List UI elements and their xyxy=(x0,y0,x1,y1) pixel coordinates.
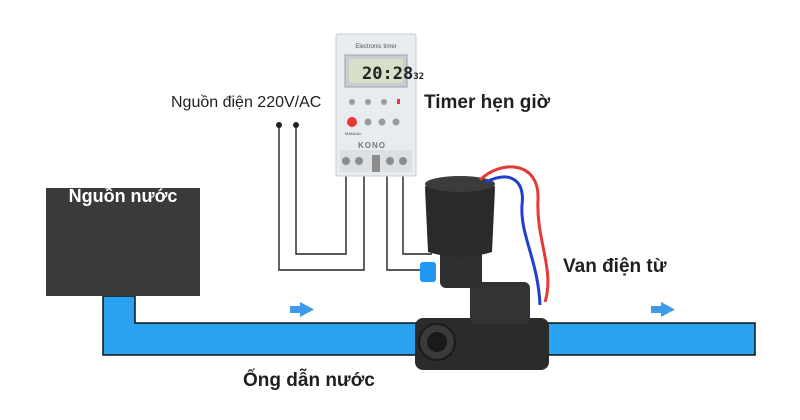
timer-title: Electronic timer xyxy=(355,44,397,50)
power-wires xyxy=(278,126,432,271)
valve-handle xyxy=(420,262,436,282)
flow-arrow-right xyxy=(651,302,675,317)
manual-button-label: MANUAL xyxy=(345,131,362,136)
manual-button xyxy=(347,117,357,127)
power-terminal-left xyxy=(276,122,282,128)
power-source-label: Nguồn điện 220V/AC xyxy=(171,94,322,111)
water-source-label: Nguồn nước xyxy=(68,186,178,206)
power-terminal-right xyxy=(293,122,299,128)
solenoid-valve-label: Van điện từ xyxy=(563,256,667,277)
timer-brand-logo: KONO xyxy=(358,141,386,150)
water-pipe-label: Ống dẫn nước xyxy=(243,370,375,391)
flow-arrow-left xyxy=(290,302,314,317)
timer-device xyxy=(335,33,417,177)
timer-label: Timer hẹn giờ xyxy=(424,92,551,113)
water-source-box xyxy=(46,188,200,296)
timer-display: 20:2832 xyxy=(362,64,425,84)
solenoid-valve xyxy=(415,165,550,370)
